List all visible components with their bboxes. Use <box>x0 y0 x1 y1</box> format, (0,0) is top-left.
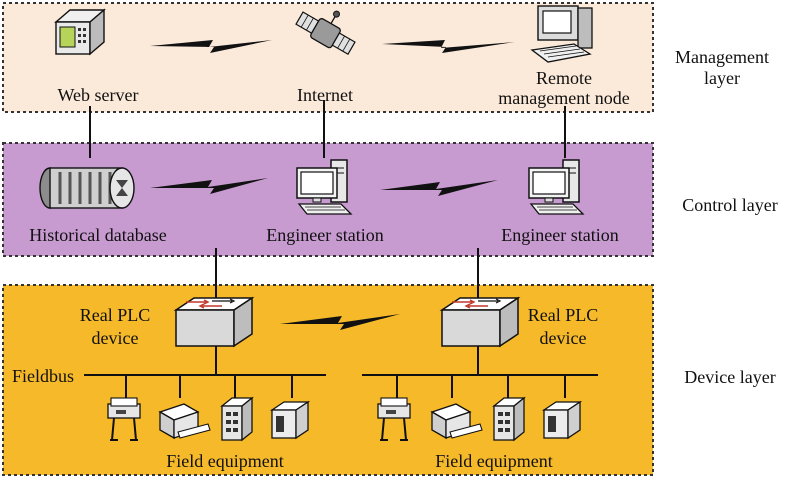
historical-database-icon <box>39 167 135 209</box>
web-server-label: Web server <box>57 85 138 105</box>
plc-2-label-line1: Real PLC <box>528 305 599 325</box>
wireless-link-plc1-plc2 <box>280 314 400 330</box>
fieldbus-label: Fieldbus <box>12 366 74 386</box>
plc-1-label-line1: Real PLC <box>80 305 151 325</box>
web-server-icon <box>54 8 106 56</box>
remote-computer-icon <box>530 5 593 63</box>
server-box-1-icon <box>271 401 309 439</box>
engineer-station-2-icon <box>528 159 584 215</box>
plc-2-label-line2: device <box>540 328 587 348</box>
historical-database-label: Historical database <box>29 225 166 245</box>
wireless-link-histdb-engineer1 <box>150 178 268 194</box>
server-box-2-icon <box>543 401 581 439</box>
engineer-station-1-label: Engineer station <box>266 225 383 245</box>
management-layer-label-line2: layer <box>704 68 740 88</box>
tower-2-icon <box>493 397 525 441</box>
wireless-link-internet-remote <box>382 40 515 53</box>
management-layer-label-line1: Management <box>675 47 769 67</box>
wireless-link-engineer1-engineer2 <box>380 180 498 196</box>
engineer-station-2-label: Engineer station <box>501 225 618 245</box>
device-layer-panel <box>2 284 654 476</box>
device-layer-label: Device layer <box>684 367 775 387</box>
engineer-station-1-icon <box>296 159 352 215</box>
remote-node-label-line2: management node <box>498 88 629 108</box>
plc-2-icon <box>441 297 519 347</box>
plc-1-icon <box>175 297 253 347</box>
control-layer-label: Control layer <box>682 195 777 215</box>
wireless-link-web-internet <box>150 40 272 53</box>
field-equipment-2-label: Field equipment <box>435 451 552 471</box>
remote-node-label-line1: Remote <box>536 68 592 88</box>
field-equipment-1-label: Field equipment <box>166 451 283 471</box>
satellite-icon <box>295 10 356 56</box>
internet-label: Internet <box>297 85 353 105</box>
plc-1-label-line2: device <box>92 328 139 348</box>
tower-1-icon <box>221 397 253 441</box>
